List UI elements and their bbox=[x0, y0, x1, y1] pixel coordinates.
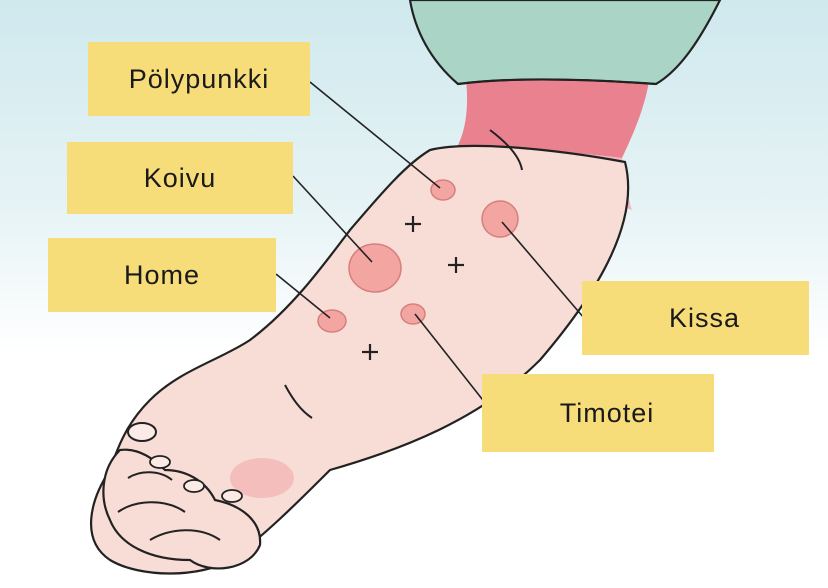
shirt-sleeve bbox=[410, 0, 720, 84]
wheal-koivu bbox=[349, 244, 401, 292]
thumbnail bbox=[128, 423, 156, 441]
label-koivu-text: Koivu bbox=[144, 163, 217, 194]
label-kissa-text: Kissa bbox=[651, 303, 740, 334]
wheal-kissa bbox=[482, 201, 518, 237]
fingernail-3 bbox=[222, 490, 242, 502]
label-koivu: Koivu bbox=[67, 142, 293, 214]
label-polypunkki: Pölypunkki bbox=[88, 42, 310, 116]
label-home-text: Home bbox=[124, 260, 200, 291]
label-timotei-text: Timotei bbox=[542, 398, 655, 429]
fingernail-1 bbox=[150, 456, 170, 468]
label-kissa: Kissa bbox=[582, 281, 809, 355]
label-timotei: Timotei bbox=[482, 374, 714, 452]
label-polypunkki-text: Pölypunkki bbox=[129, 64, 270, 95]
wheal-home bbox=[318, 310, 346, 332]
label-home: Home bbox=[48, 238, 276, 312]
fingernail-2 bbox=[184, 480, 204, 492]
